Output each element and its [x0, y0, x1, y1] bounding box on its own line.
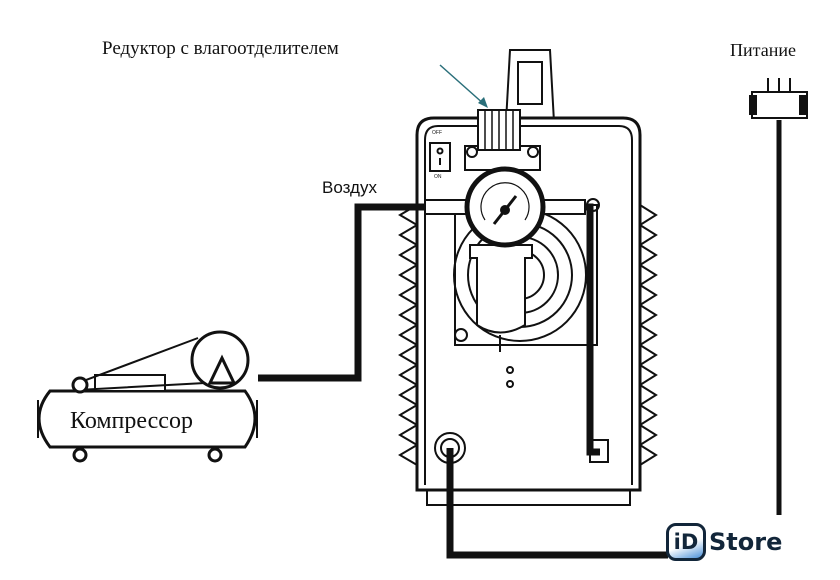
bracket-screw [466, 146, 478, 158]
panel-screw [506, 366, 514, 374]
logo-mark: iD [666, 523, 706, 561]
idstore-logo: iD Store [666, 523, 782, 561]
regulator-arrow [439, 64, 488, 108]
machine-body-inner-edge [424, 125, 633, 485]
fan-screw [454, 328, 468, 342]
power-switch [429, 142, 451, 172]
switch-off-mark [436, 147, 444, 155]
motor-stand [207, 354, 237, 385]
power-label: Питание [730, 40, 796, 60]
machine-body [415, 116, 642, 492]
tank-seams [37, 400, 258, 438]
air-label: Воздух [322, 178, 377, 197]
filter-bowl [469, 244, 533, 334]
tank-wheel [72, 447, 88, 463]
air-inlet-fitting [424, 199, 471, 215]
heat-sink-right [638, 204, 658, 466]
regulator-knob [477, 109, 521, 151]
bracket-screw [527, 146, 539, 158]
air-outlet-fitting [539, 199, 586, 215]
machine-base [426, 490, 631, 506]
pump-pulley [71, 376, 89, 394]
power-plug [749, 78, 808, 119]
switch-on-label: ON [434, 174, 442, 180]
torch-hose [446, 448, 668, 559]
compressor [37, 330, 258, 463]
switch-off-label: OFF [432, 130, 442, 136]
regulator-label: Редуктор с влагоотделителем [102, 38, 339, 59]
pressure-gauge [464, 166, 546, 248]
drive-belt [77, 337, 206, 391]
air-hose [258, 203, 425, 382]
logo-text: Store [709, 528, 783, 556]
compressor-label: Компрессор [70, 408, 193, 434]
compressor-tank [37, 389, 257, 449]
internal-hose [585, 203, 600, 456]
tank-wheel [207, 447, 223, 463]
panel-screw [506, 380, 514, 388]
handle-window [517, 61, 543, 105]
heat-sink-left [398, 204, 419, 466]
